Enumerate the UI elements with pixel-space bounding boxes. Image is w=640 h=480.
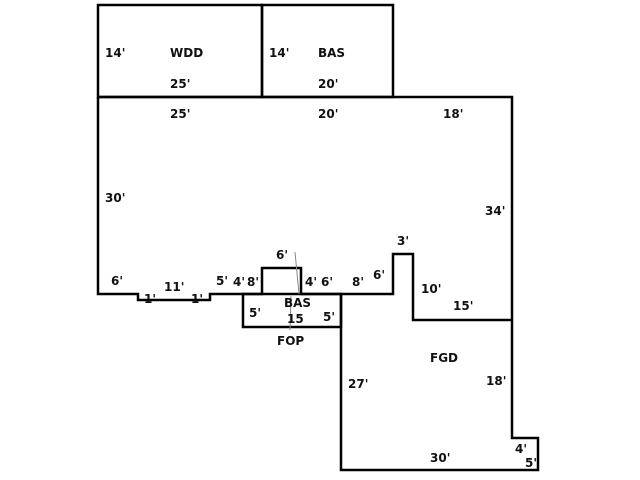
fop-left-label: 5' (249, 306, 261, 320)
dim-15: 15' (453, 299, 473, 313)
fgd-corner-overlap-label: 5' (525, 456, 537, 470)
dim-4b: 4' (305, 275, 317, 289)
dim-right: 34' (485, 204, 505, 218)
dim-10: 10' (421, 282, 441, 296)
dim-11: 11' (164, 280, 184, 294)
fgd-left-label: 27' (348, 377, 368, 391)
wdd-side-label: 14' (105, 46, 125, 60)
dim-1a: 1' (144, 292, 156, 306)
wdd-bottom-label: 25' (170, 77, 190, 91)
fgd-corner-label: 4' (515, 442, 527, 456)
dim-6c: 6' (373, 268, 385, 282)
dim-top-mid: 20' (318, 107, 338, 121)
dim-1b: 1' (191, 292, 203, 306)
dim-5: 5' (216, 274, 228, 288)
fgd-bottom-label: 30' (430, 451, 450, 465)
fop-right-label: 5' (323, 310, 335, 324)
wdd-name: WDD (170, 46, 203, 60)
dim-left: 30' (105, 191, 125, 205)
dim-4a: 4' (233, 275, 245, 289)
main-bottom-wall (96, 97, 341, 302)
connector-line (294, 251, 300, 295)
dim-6b: 6' (321, 275, 333, 289)
dim-6a: 6' (111, 274, 123, 288)
dim-8b: 8' (352, 275, 364, 289)
dim-top-left: 25' (170, 107, 190, 121)
bas-main-name: BAS (284, 296, 311, 310)
dim-3: 3' (397, 234, 409, 248)
bas-upper-name: BAS (318, 46, 345, 60)
bas-upper-side-label: 14' (269, 46, 289, 60)
main-outline (98, 95, 540, 472)
connector-line (289, 295, 292, 331)
fgd-name: FGD (430, 351, 458, 365)
fop-outline (241, 292, 343, 329)
bas-overlap-label: 15 (287, 312, 304, 326)
bas-upper-bottom-label: 20' (318, 77, 338, 91)
dim-6-top: 6' (276, 248, 288, 262)
dim-8a: 8' (247, 275, 259, 289)
fgd-right-label: 18' (486, 374, 506, 388)
dim-top-right: 18' (443, 107, 463, 121)
fop-name: FOP (277, 334, 304, 348)
